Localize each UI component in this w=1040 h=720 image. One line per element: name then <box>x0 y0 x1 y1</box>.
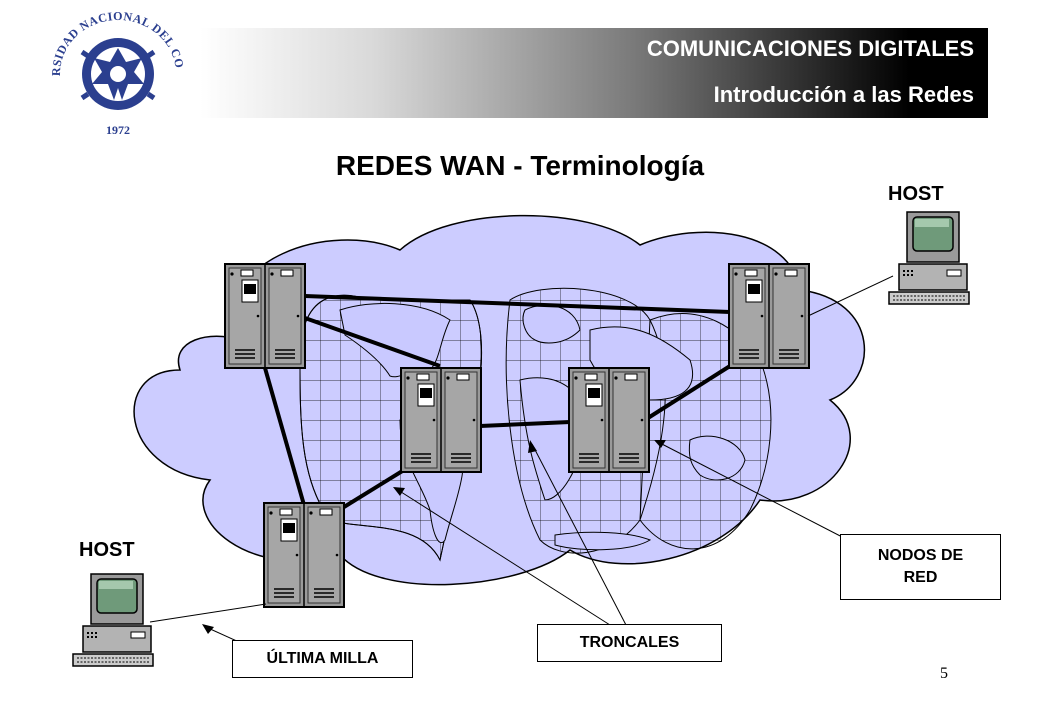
network-node <box>224 263 306 369</box>
callout-troncales: TRONCALES <box>537 624 722 662</box>
callout-label: ÚLTIMA MILLA <box>266 650 379 668</box>
network-node <box>568 367 650 473</box>
host-computer-icon <box>888 211 970 305</box>
trunk-lines <box>263 294 732 509</box>
university-logo: UNIVERSIDAD NACIONAL DEL COMAHUE 1972 <box>38 8 186 137</box>
host-label: HOST <box>79 539 135 561</box>
network-node <box>263 502 345 608</box>
page-title: REDES WAN - Terminología <box>335 150 705 181</box>
callout-label-line2: RED <box>903 569 938 586</box>
callout-nodos-de-red: NODOS DE RED <box>840 534 1001 600</box>
pointer-lines <box>149 275 894 648</box>
network-node <box>728 263 810 369</box>
section-title: Introducción a las Redes <box>713 82 974 107</box>
network-node <box>400 367 482 473</box>
logo-emblem-icon <box>80 38 156 110</box>
callout-label: TRONCALES <box>579 634 680 652</box>
host-computer-icon <box>72 573 154 667</box>
arrow-heads <box>202 440 666 634</box>
course-title: COMUNICACIONES DIGITALES <box>646 36 974 61</box>
page-number: 5 <box>940 665 948 682</box>
host-label: HOST <box>888 183 944 205</box>
callout-ultima-milla: ÚLTIMA MILLA <box>232 640 413 678</box>
callout-label-line1: NODOS DE <box>877 547 964 565</box>
logo-year: 1972 <box>106 123 130 137</box>
header-band: COMUNICACIONES DIGITALES Introducción a … <box>200 28 988 118</box>
